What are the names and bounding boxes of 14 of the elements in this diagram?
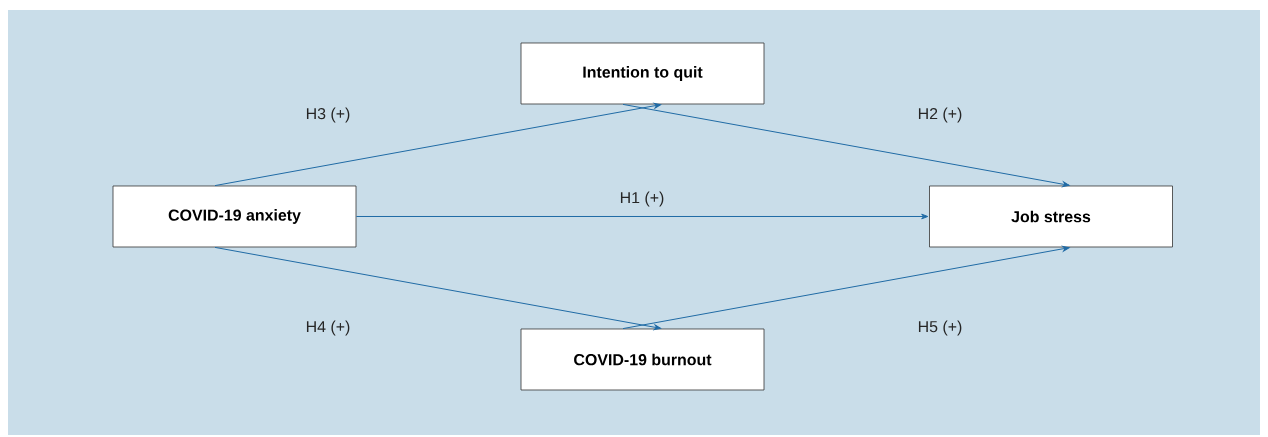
concept-box: COVID-19 burnout (520, 328, 765, 391)
edge-label: H5 (+) (918, 320, 962, 336)
edge-label: H2 (+) (918, 107, 962, 123)
arrow (214, 246, 662, 331)
edge-label: H4 (+) (306, 320, 350, 336)
concept-box: Intention to quit (520, 42, 765, 105)
edge-label: H1 (+) (620, 191, 664, 207)
concept-box: Job stress (929, 185, 1173, 248)
arrow (214, 102, 662, 187)
arrow (622, 245, 1070, 330)
concept-box: COVID-19 anxiety (112, 185, 357, 248)
arrow (622, 103, 1070, 188)
edge-label: H3 (+) (306, 107, 350, 123)
arrow (355, 213, 929, 220)
